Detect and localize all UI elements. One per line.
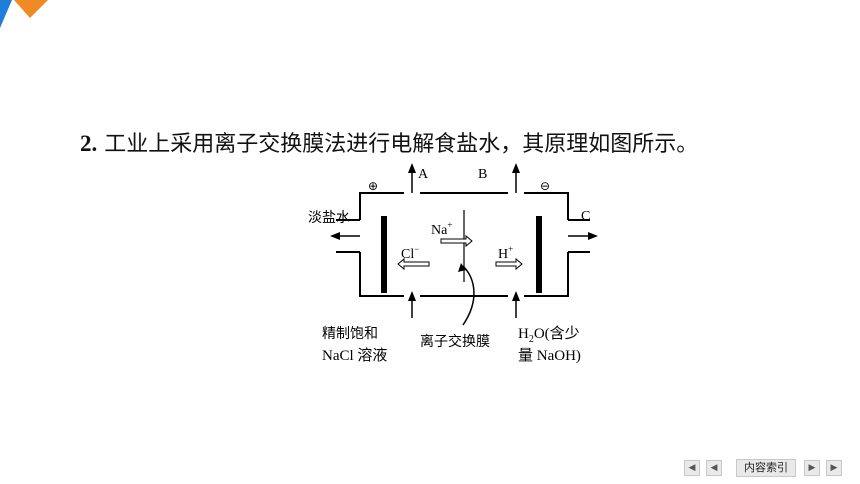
cathode-electrode — [536, 216, 542, 293]
label-a: A — [418, 167, 429, 182]
anode-input-label: 精制饱和 — [322, 326, 378, 342]
question-number: 2. — [80, 131, 98, 156]
anode-sign: ⊕ — [368, 179, 378, 193]
cl-ion-label: Cl− — [401, 244, 419, 262]
anode-electrode — [381, 216, 387, 293]
electrolysis-diagram: ⊕ ⊖ A B C 淡盐水 Na+ Cl− H+ 精制饱和 NaCl 溶液 离子… — [308, 163, 598, 364]
anode-input-label-2: NaCl 溶液 — [322, 347, 387, 364]
label-b: B — [478, 167, 487, 182]
prev-page-icon[interactable]: ◀ — [706, 460, 722, 476]
cathode-input-label-2: 量 NaOH) — [518, 348, 581, 364]
question-body: 工业上采用离子交换膜法进行电解食盐水，其原理如图所示。 — [104, 132, 699, 157]
cl-ion-arrow — [397, 257, 430, 271]
slide-nav: ◀ ◀ 内容索引 ▶ ▶ — [684, 459, 848, 477]
cathode-sign: ⊖ — [540, 179, 550, 193]
cathode-input-label: H2O(含少 — [518, 325, 580, 345]
last-page-icon[interactable]: ▶ — [826, 460, 842, 476]
dilute-brine-label: 淡盐水 — [308, 210, 350, 226]
na-ion-arrow — [440, 234, 473, 248]
h-ion-arrow — [495, 257, 523, 271]
first-page-icon[interactable]: ◀ — [684, 460, 700, 476]
next-page-icon[interactable]: ▶ — [804, 460, 820, 476]
question-text: 2. 工业上采用离子交换膜法进行电解食盐水，其原理如图所示。 — [80, 126, 698, 158]
membrane-label: 离子交换膜 — [420, 333, 490, 350]
na-ion-label: Na+ — [431, 220, 452, 238]
corner-decoration — [0, 0, 48, 28]
h-ion-label: H+ — [498, 244, 513, 262]
content-index-button[interactable]: 内容索引 — [736, 459, 796, 477]
label-c: C — [581, 209, 590, 224]
